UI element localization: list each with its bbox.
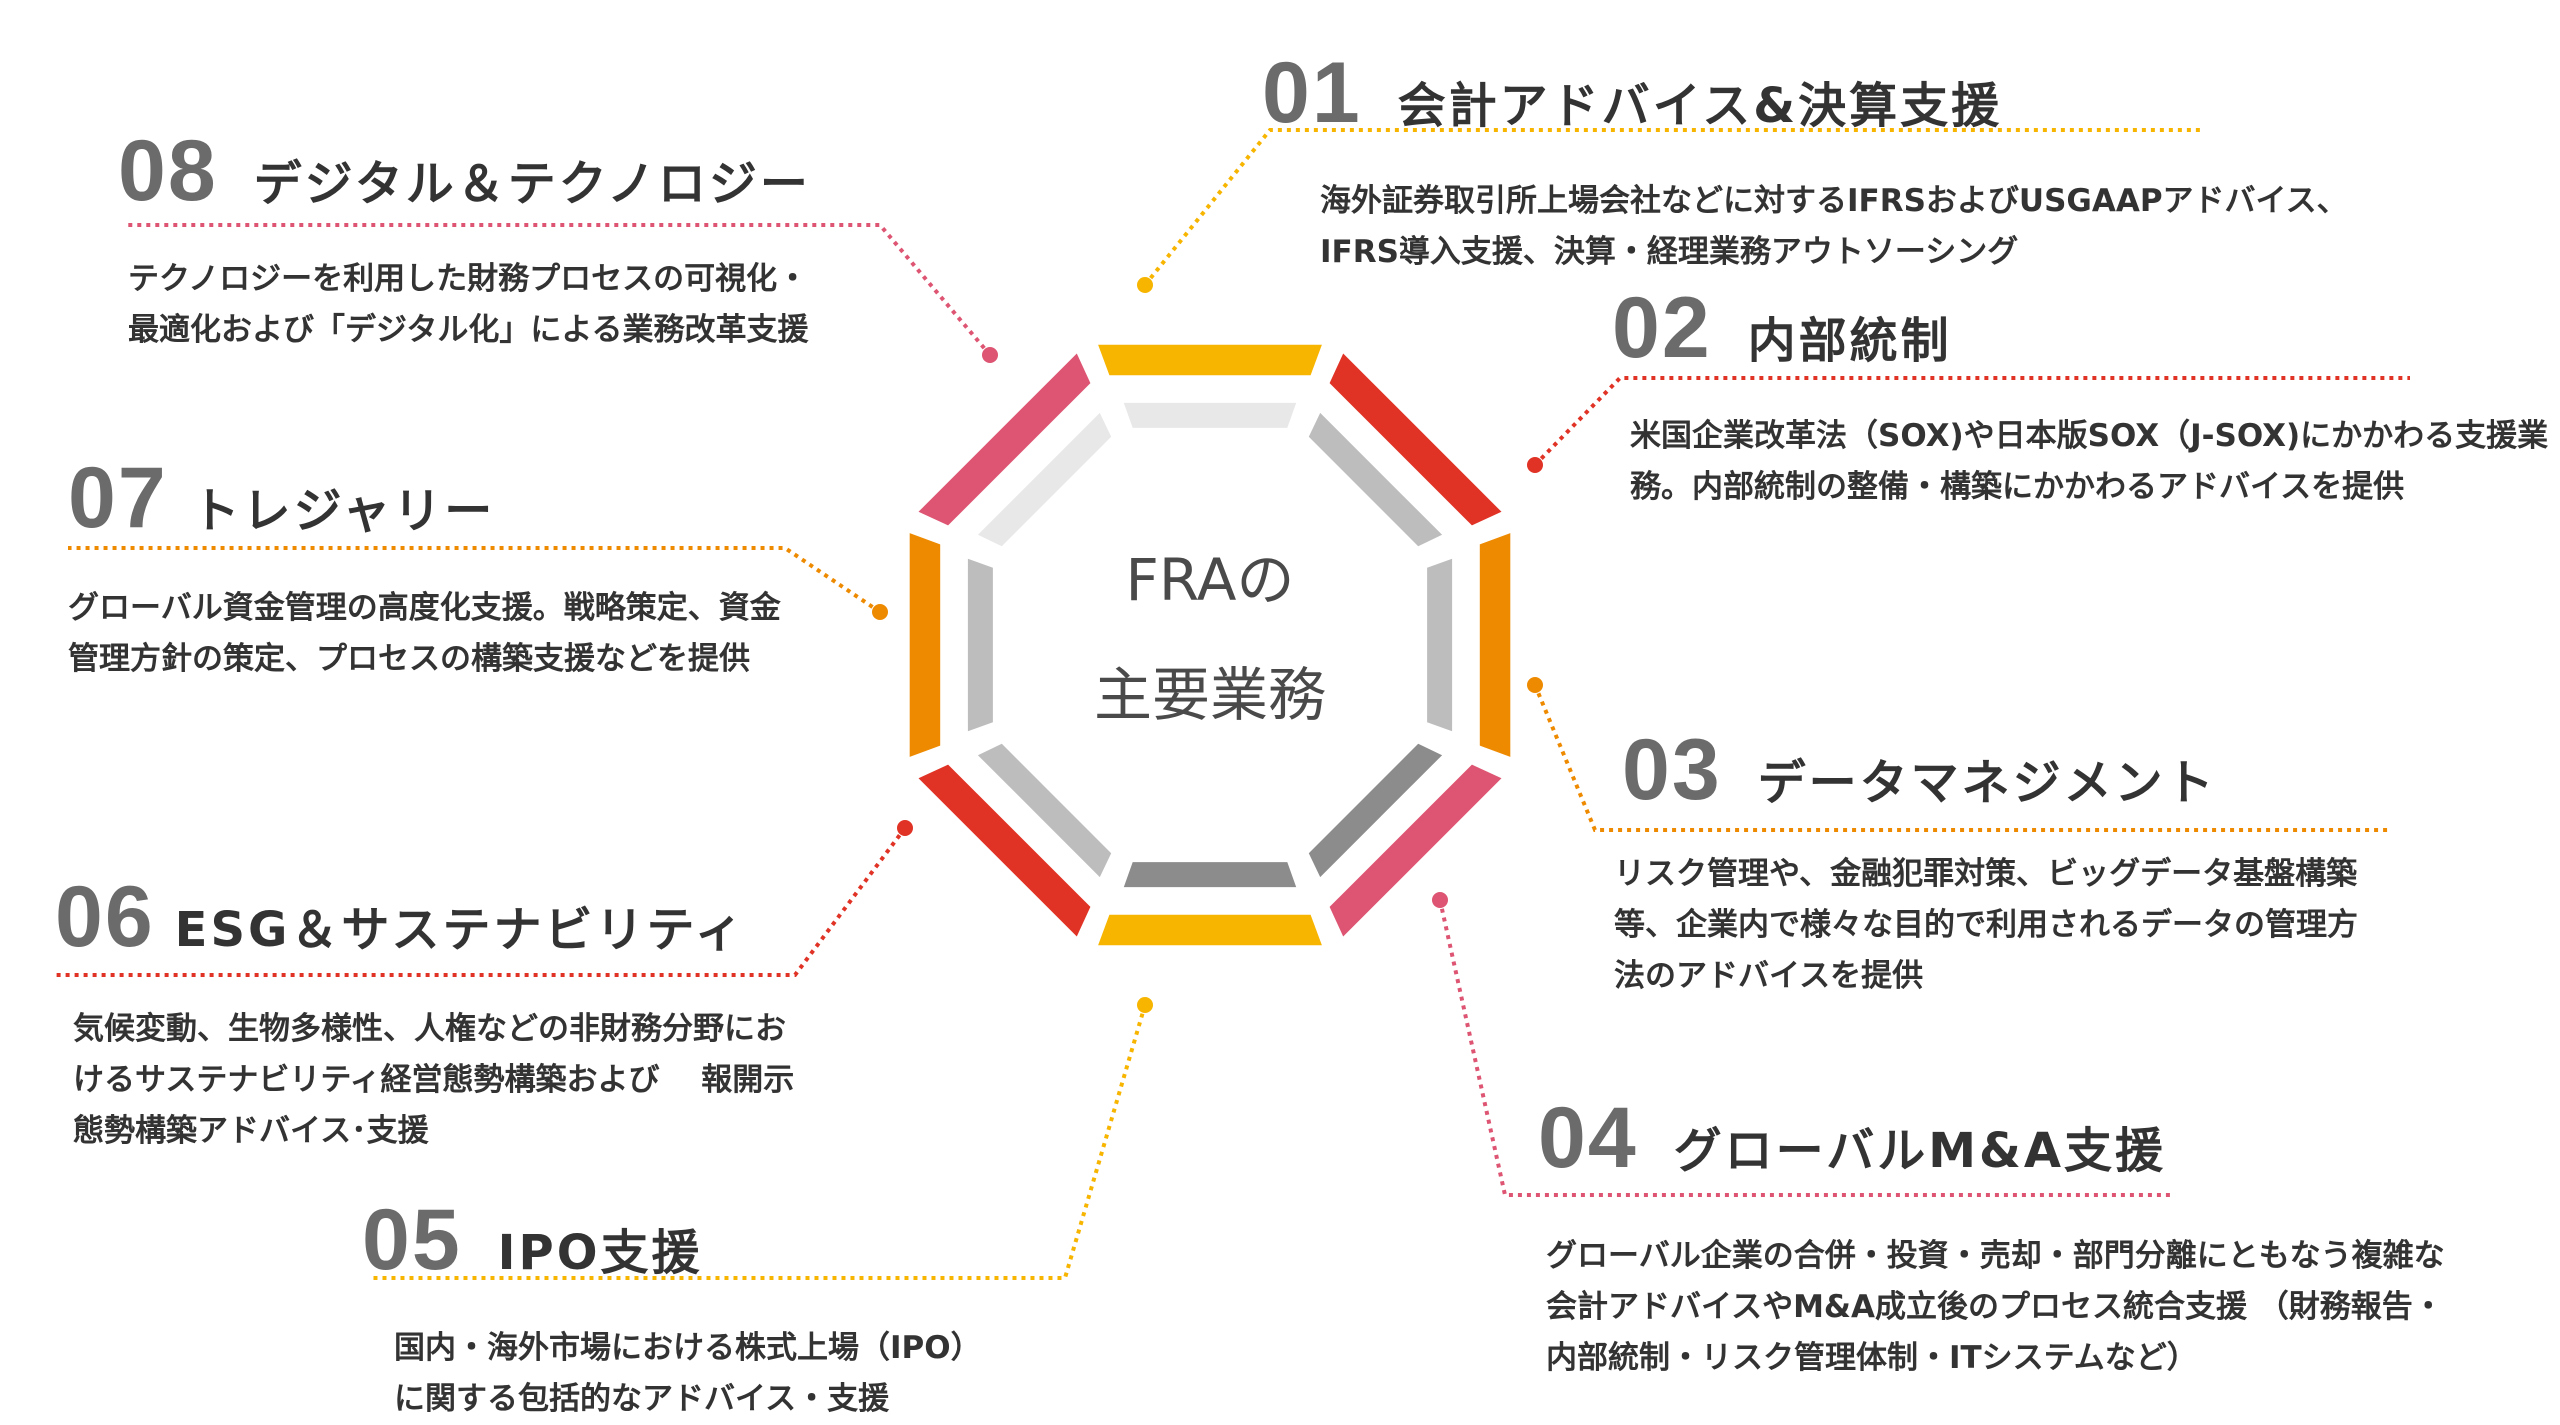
service-title: トレジャリー: [191, 483, 496, 539]
connector-dot-01: [1137, 277, 1153, 293]
connector-dot-05: [1137, 997, 1153, 1013]
connector-dot-04: [1432, 892, 1448, 908]
service-description: 海外証券取引所上場会社などに対するIFRSおよびUSGAAPアドバイス、 IFR…: [1320, 183, 2348, 270]
service-description: グローバル資金管理の高度化支援。戦略策定、資金 管理方針の策定、プロセスの構築支…: [68, 590, 781, 677]
connector-line-03: [1533, 684, 2390, 832]
service-03: 03 データマネジメント リスク管理や、金融犯罪対策、ビッグデータ基盤構築 等、…: [1614, 722, 2358, 1002]
service-description: 国内・海外市場における株式上場（IPO） に関する包括的なアドバイス・支援: [394, 1330, 982, 1417]
service-number: 07: [68, 450, 168, 546]
outer-segment-lower-right: [1329, 764, 1502, 937]
outer-segment-left: [909, 533, 941, 757]
service-number: 04: [1538, 1090, 1638, 1186]
service-description: リスク管理や、金融犯罪対策、ビッグデータ基盤構築 等、企業内で様々な目的で利用さ…: [1614, 856, 2358, 994]
service-06: 06 ESG＆サステナビリティ 気候変動、生物多様性、人権などの非財務分野にお …: [55, 874, 794, 1157]
service-title: グローバルM&A支援: [1673, 1123, 2166, 1179]
center-title-line2: 主要業務: [1094, 661, 1326, 729]
service-05: 05 IPO支援 国内・海外市場における株式上場（IPO） に関する包括的なアド…: [362, 1197, 982, 1425]
outer-segment-lower-left: [918, 764, 1091, 937]
service-number: 08: [118, 123, 218, 219]
service-08: 08 デジタル＆テクノロジー テクノロジーを利用した財務プロセスの可視化・ 最適…: [118, 128, 811, 356]
center-title-line1: FRAの: [1126, 546, 1295, 614]
service-title: デジタル＆テクノロジー: [253, 156, 811, 212]
connector-line-05: [370, 1004, 1147, 1280]
inner-ring: [967, 402, 1453, 888]
service-description: グローバル企業の合併・投資・売却・部門分離にともなう複雑な 会計アドバイスやM&…: [1546, 1238, 2445, 1376]
service-title: 内部統制: [1747, 313, 1952, 369]
outer-ring: [909, 344, 1511, 946]
service-number: 01: [1262, 45, 1362, 141]
service-title: IPO支援: [497, 1225, 703, 1281]
connector-line-08: [125, 223, 992, 357]
inner-segment-right: [1427, 558, 1453, 732]
connector-lines: [55, 128, 2410, 1280]
service-04: 04 グローバルM&A支援 グローバル企業の合併・投資・売却・部門分離にともなう…: [1538, 1095, 2445, 1384]
service-07: 07 トレジャリー グローバル資金管理の高度化支援。戦略策定、資金 管理方針の策…: [68, 455, 781, 685]
connector-dot-07: [872, 604, 888, 620]
connector-line-06: [55, 826, 907, 977]
outer-segment-upper-left: [918, 353, 1091, 526]
inner-segment-upper-right: [1308, 412, 1443, 547]
service-description: 米国企業改革法（SOX)や日本版SOX（J-SOX)にかかわる支援業 務。内部統…: [1630, 418, 2549, 505]
service-number: 05: [362, 1192, 462, 1288]
inner-segment-lower-left: [977, 743, 1112, 878]
connector-line-04: [1438, 899, 2170, 1197]
inner-segment-left: [967, 558, 993, 732]
service-description: テクノロジーを利用した財務プロセスの可視化・ 最適化および「デジタル化」による業…: [128, 261, 809, 348]
connector-line-02: [1533, 376, 2410, 467]
inner-segment-bottom: [1123, 862, 1297, 888]
service-title: データマネジメント: [1757, 755, 2217, 811]
connector-line-07: [68, 546, 882, 614]
service-02: 02 内部統制 米国企業改革法（SOX)や日本版SOX（J-SOX)にかかわる支…: [1612, 285, 2548, 513]
connector-dot-06: [897, 820, 913, 836]
outer-segment-top: [1098, 344, 1322, 376]
service-title: 会計アドバイス&決算支援: [1397, 78, 2003, 134]
outer-segment-bottom: [1098, 914, 1322, 946]
connector-dot-08: [982, 347, 998, 363]
inner-segment-lower-right: [1308, 743, 1443, 878]
connector-line-01: [1143, 128, 2200, 287]
inner-segment-top: [1123, 402, 1297, 428]
connector-dot-02: [1527, 457, 1543, 473]
service-title: ESG＆サステナビリティ: [174, 902, 746, 958]
service-description: 気候変動、生物多様性、人権などの非財務分野にお けるサステナビリティ経営態勢構築…: [73, 1011, 795, 1149]
outer-segment-right: [1479, 533, 1511, 757]
service-number: 03: [1622, 722, 1722, 818]
service-01: 01 会計アドバイス&決算支援 海外証券取引所上場会社などに対するIFRSおよび…: [1262, 50, 2348, 278]
service-number: 06: [55, 869, 155, 965]
inner-segment-upper-left: [977, 412, 1112, 547]
outer-segment-upper-right: [1329, 353, 1502, 526]
service-number: 02: [1612, 280, 1712, 376]
connector-dot-03: [1527, 677, 1543, 693]
